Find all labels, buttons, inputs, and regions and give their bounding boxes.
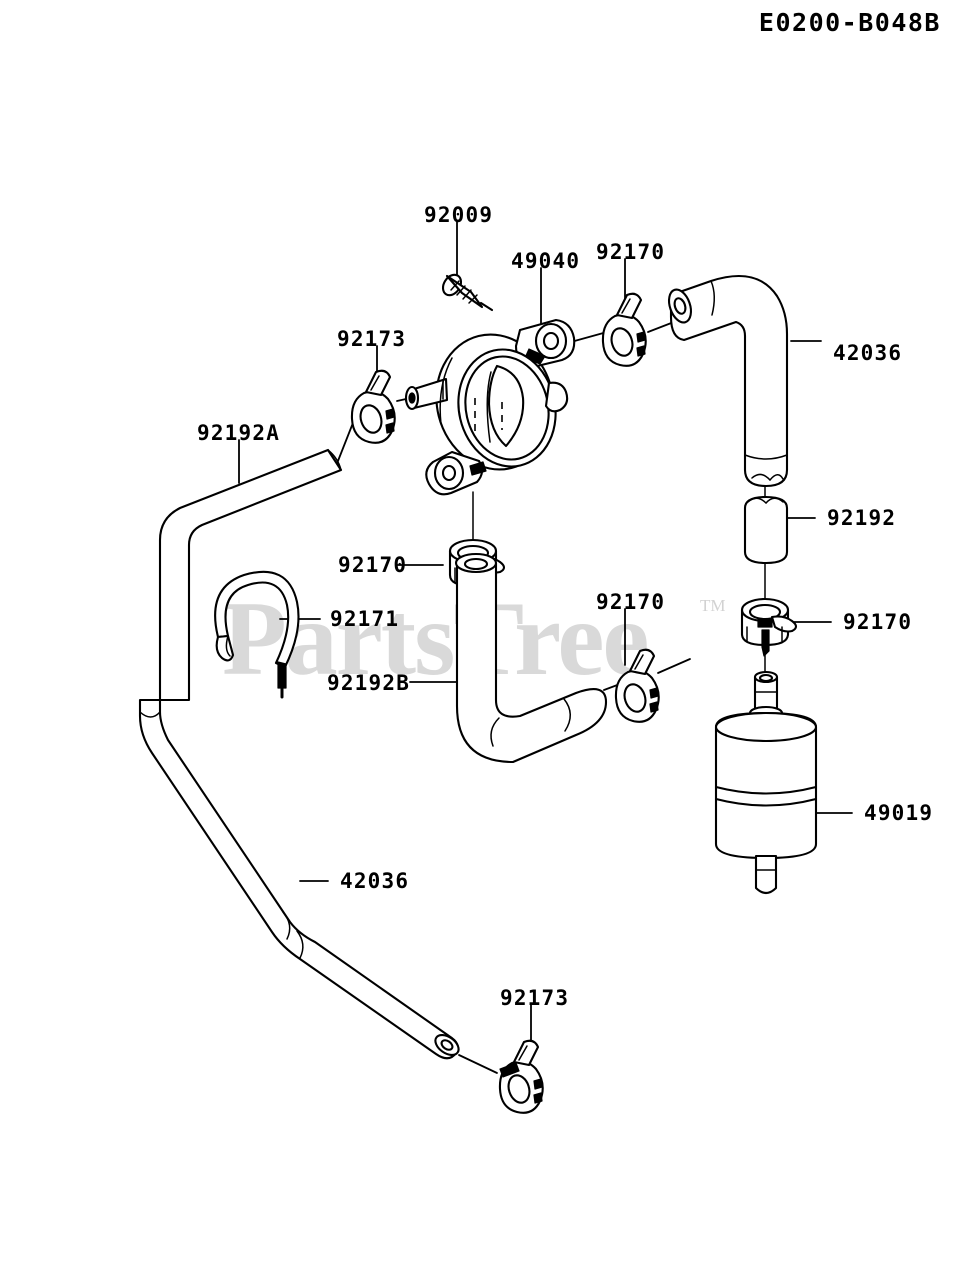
callout-92170-a: 92170 <box>596 240 666 264</box>
callout-92192A: 92192A <box>197 421 281 445</box>
diagram-code: E0200-B048B <box>758 8 941 37</box>
part-hose-clamp-92170-lower-mid <box>614 648 660 723</box>
part-spring-clamp-92171 <box>214 570 300 699</box>
callout-49040: 49040 <box>511 249 581 273</box>
callout-92173-b: 92173 <box>500 986 570 1010</box>
part-hose-clamp-92173-upper <box>350 369 396 444</box>
part-fuel-filter-49019 <box>714 670 818 895</box>
part-screw-92009 <box>441 273 494 312</box>
part-fuel-hose-42036-lower <box>138 698 460 1060</box>
callout-92009: 92009 <box>424 203 494 227</box>
part-fuel-tube-92192A <box>158 448 343 702</box>
part-fuel-tube-92192B <box>454 552 608 764</box>
callout-42036-b: 42036 <box>340 869 410 893</box>
part-fuel-tube-92192 <box>743 495 789 565</box>
callout-92171: 92171 <box>330 607 400 631</box>
alignment-lines <box>472 469 766 691</box>
part-hose-clamp-92170-top-filter <box>740 597 798 657</box>
callout-92192B: 92192B <box>327 671 411 695</box>
part-fuel-pump-49040 <box>404 318 576 496</box>
callout-92170-d: 92170 <box>843 610 913 634</box>
part-hose-clamp-92173-lower <box>498 1039 544 1114</box>
callout-92173-a: 92173 <box>337 327 407 351</box>
callout-92170-b: 92170 <box>338 553 408 577</box>
part-fuel-hose-42036-upper <box>667 274 789 488</box>
leader-lines <box>238 221 853 1058</box>
callout-49019: 49019 <box>864 801 934 825</box>
callout-42036-a: 42036 <box>833 341 903 365</box>
callout-92192: 92192 <box>827 506 897 530</box>
part-hose-clamp-92170-upper <box>601 292 647 367</box>
callout-92170-c: 92170 <box>596 590 666 614</box>
